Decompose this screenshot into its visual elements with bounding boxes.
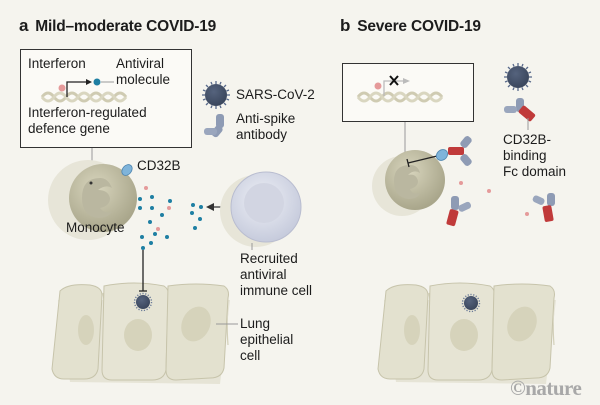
panel-a-title: a Mild–moderate COVID-19 (19, 16, 216, 36)
blocked-arrow (383, 80, 405, 96)
fc-antibody-2 (532, 193, 555, 222)
anti-spike-antibody-icon (204, 114, 224, 138)
cd32b-label: CD32B (137, 158, 181, 173)
sars-cov-2-icon (201, 80, 231, 110)
fc-antibody-1 (446, 196, 472, 227)
interferon-label: Interferon (28, 56, 86, 71)
interferon-dot-b (374, 82, 382, 90)
panel-a-title-text: Mild–moderate COVID-19 (35, 18, 217, 35)
cd32b-receptor-b (435, 149, 449, 161)
virus-label: SARS-CoV-2 (236, 87, 315, 102)
dna-helix-a (40, 91, 128, 103)
monocyte-label: Monocyte (66, 220, 125, 235)
arrow-head-icon (86, 79, 92, 85)
recruited-immune-cell (220, 171, 302, 247)
arrow-head-icon-b (403, 78, 410, 84)
antiviral-molecules (138, 195, 203, 250)
interferon-molecules (144, 186, 171, 231)
antiviral-molecule-label: Antiviral molecule (116, 56, 171, 87)
dna-helix-b (356, 91, 444, 103)
antiviral-molecule-dot (93, 78, 101, 86)
panel-b-letter: b (340, 16, 351, 35)
arrow-head-icon-2 (206, 203, 214, 211)
immune-cell-label: Recruited antiviral immune cell (240, 251, 313, 298)
panel-a-letter: a (19, 16, 29, 35)
cd32b-receptor (121, 164, 133, 176)
monocyte-cell (48, 160, 137, 240)
monocyte-cell-b (372, 150, 445, 216)
activation-arrow (66, 81, 88, 97)
panel-b-title-text: Severe COVID-19 (357, 18, 481, 35)
block-x-icon (389, 75, 399, 86)
antibody-label: Anti-spike antibody (236, 111, 296, 142)
sars-cov-2-icon-b (503, 62, 533, 92)
inhibition-line-b (407, 155, 438, 164)
panel-a (40, 78, 302, 385)
fc-antibody-top (504, 98, 536, 122)
lung-cell-label: Lung epithelial cell (240, 316, 294, 363)
gene-label: Interferon-regulated defence gene (28, 105, 147, 136)
bound-antibody (448, 136, 472, 166)
fc-domain-label: CD32B- binding Fc domain (503, 132, 567, 179)
inhibition-bar-b (406, 158, 410, 168)
interferon-dot (58, 84, 66, 92)
interferon-molecules-b (459, 181, 529, 216)
panel-b-title: b Severe COVID-19 (340, 16, 481, 36)
panel-b (356, 62, 557, 385)
nature-credit: ©nature (510, 376, 582, 400)
